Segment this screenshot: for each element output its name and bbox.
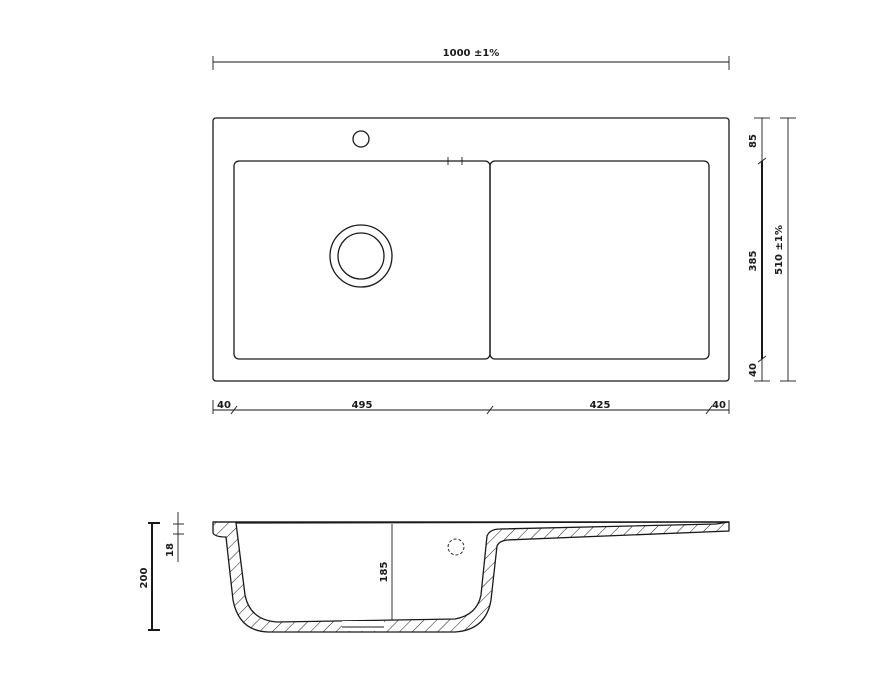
width-seg-4: 40 bbox=[712, 400, 726, 411]
width-seg-3: 425 bbox=[590, 400, 611, 411]
bowl-cavity bbox=[235, 521, 730, 623]
overall-depth-label: 510 ±1% bbox=[774, 225, 785, 275]
dim-ticks bbox=[212, 400, 730, 415]
tap-hole bbox=[352, 130, 370, 148]
drain-inner-ring bbox=[337, 232, 385, 280]
width-seg-1: 40 bbox=[217, 400, 231, 411]
depth-seg-1: 85 bbox=[748, 134, 759, 148]
total-height-label: 200 bbox=[139, 568, 150, 589]
depth-seg-2: 385 bbox=[748, 251, 759, 272]
depth-seg-3: 40 bbox=[748, 363, 759, 377]
width-seg-2: 495 bbox=[352, 400, 373, 411]
bowl-depth-label: 185 bbox=[379, 562, 390, 583]
overall-width-label: 1000 ±1% bbox=[443, 48, 500, 59]
bowl-outline bbox=[233, 160, 491, 360]
side-view: 185 200 18 bbox=[139, 512, 730, 633]
drainboard-outline bbox=[489, 160, 710, 360]
drain-opening bbox=[342, 621, 384, 631]
overflow-hole bbox=[447, 538, 465, 556]
rim-thickness-label: 18 bbox=[165, 543, 176, 557]
sink-outline bbox=[212, 117, 730, 382]
top-view: 1000 ±1% 40 495 425 40 85 385 40 bbox=[212, 48, 796, 415]
drain-outer-ring bbox=[329, 224, 393, 288]
